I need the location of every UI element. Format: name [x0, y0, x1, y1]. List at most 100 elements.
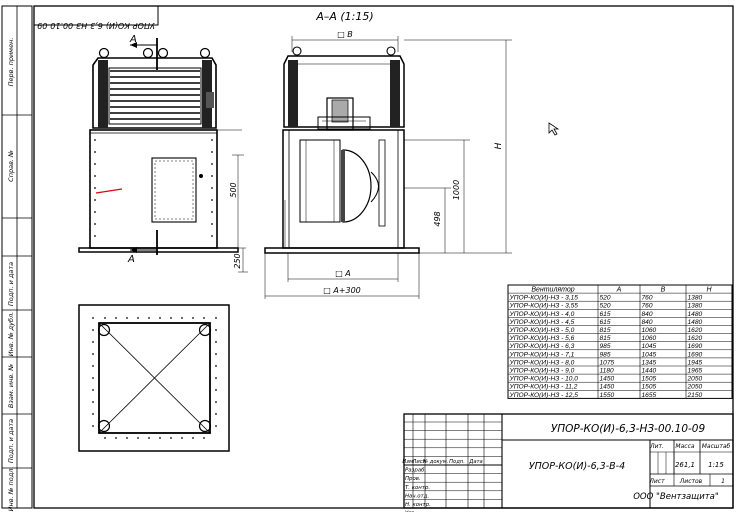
tb-role: Пров. [405, 476, 421, 482]
table-cell: 1450 [600, 376, 615, 383]
mirrored-stamp-text: УПОР-КО(И)-6,3-НЗ-00.10-09 [37, 21, 155, 30]
table-cell: 1480 [688, 311, 703, 318]
tb-company: ООО "Вентзащита" [633, 492, 719, 502]
tb-scale-label: Масштаб [702, 443, 731, 450]
table-cell: 520 [600, 303, 611, 310]
table-cell: 1380 [688, 303, 703, 310]
table-cell: УПОР-КО(И)-НЗ - 12,5 [509, 392, 579, 399]
table-cell: 1620 [688, 335, 703, 342]
dimension-table: Вентилятор А В Н УПОР-КО(И)-НЗ - 3,15 520 760 1… [507, 284, 733, 399]
tb-role: Нач.отд. [405, 493, 429, 499]
tb-col-header: Дата [468, 459, 482, 465]
section-title: А–А (1:15) [315, 10, 373, 23]
tb-role: Разраб. [405, 468, 426, 474]
section-mark-top: А [129, 34, 137, 45]
table-cell: УПОР-КО(И)-НЗ - 3,15 [509, 295, 579, 302]
table-cell: УПОР-КО(И)-НЗ - 5,6 [509, 335, 575, 342]
section-view: А–А (1:15) □ В □ А [264, 10, 512, 299]
strip-label-first-use: Перв. примен. [7, 38, 15, 87]
body-bolts [94, 139, 213, 237]
strip-label-dupl-no: Инв. № дубл. [7, 312, 15, 356]
table-cell: УПОР-КО(И)-НЗ - 8,0 [509, 359, 575, 366]
tb-sheets-label: Листов [679, 478, 703, 485]
table-cell: 1550 [600, 392, 615, 399]
table-cell: 520 [600, 295, 611, 302]
inspection-panel [151, 157, 197, 223]
strip-label-ref-no: Справ. № [7, 150, 15, 182]
table-cell: 760 [642, 303, 653, 310]
table-cell: 1480 [688, 319, 703, 326]
strip-label-replace-no: Взам. инв. № [7, 364, 15, 408]
table-cell: 1060 [642, 327, 657, 334]
table-cell: 760 [642, 295, 653, 302]
table-header: Вентилятор [531, 287, 574, 294]
table-header: Н [706, 287, 712, 294]
table-cell: 1620 [688, 327, 703, 334]
table-header: В [661, 287, 666, 294]
title-block: УПОР-КО(И)-6,3-НЗ-00.10-09 УПОР-КО(И)-6,… [402, 413, 734, 512]
table-cell: 840 [642, 319, 653, 326]
table-cell: 1180 [600, 368, 615, 375]
tb-sheet-label: Лист [648, 478, 665, 485]
table-cell: УПОР-КО(И)-НЗ - 10,0 [509, 376, 579, 383]
tb-mass-label: Масса [675, 443, 694, 450]
table-cell: 985 [600, 343, 611, 350]
tb-mass: 261,1 [675, 461, 695, 469]
plan-bolts [92, 317, 217, 439]
table-cell: 1045 [642, 351, 657, 358]
table-cell: 1440 [642, 368, 657, 375]
table-cell: 1945 [688, 359, 703, 366]
dim-h: Н [494, 142, 504, 149]
tb-role: Т. контр. [405, 485, 430, 491]
table-cell: УПОР-КО(И)-НЗ - 11,2 [509, 384, 578, 391]
lifting-eye-icon [97, 323, 111, 337]
tb-scale: 1:15 [708, 461, 724, 469]
table-cell: УПОР-КО(И)-НЗ - 6,3 [509, 343, 575, 350]
table-cell: 1345 [642, 359, 657, 366]
table-cell: 815 [600, 335, 611, 342]
tb-role: Н. контр. [405, 502, 431, 508]
section-mark-bottom: А [127, 254, 135, 265]
tb-sheets: 1 [721, 478, 725, 485]
tb-designation: УПОР-КО(И)-6,3-НЗ-00.10-09 [551, 423, 706, 435]
dim-498: 498 [433, 211, 442, 226]
table-cell: 1505 [642, 384, 657, 391]
louver-grille [108, 67, 202, 125]
table-cell: 1965 [688, 368, 703, 375]
dim-500: 500 [229, 182, 238, 197]
lifting-eye-icon [97, 419, 111, 433]
front-view: А А 500 250 [78, 34, 248, 273]
dim-square-a-300: □ А+300 [323, 286, 361, 295]
lifting-eye-icon [386, 46, 396, 56]
left-strip: Перв. примен. Справ. № Подп. и дата Инв.… [1, 5, 33, 511]
table-cell: 2150 [687, 392, 703, 399]
dim-1000: 1000 [452, 180, 461, 200]
lifting-eye-icon [198, 323, 212, 337]
dim-250: 250 [233, 253, 242, 268]
table-cell: 1690 [688, 343, 703, 350]
table-cell: УПОР-КО(И)-НЗ - 7,1 [509, 351, 575, 358]
table-cell: УПОР-КО(И)-НЗ - 9,0 [509, 368, 575, 375]
plan-view [78, 304, 230, 452]
table-cell: УПОР-КО(И)-НЗ - 4,5 [509, 319, 575, 326]
table-cell: УПОР-КО(И)-НЗ - 5,0 [509, 327, 575, 334]
table-header: А [616, 287, 622, 294]
table-cell: УПОР-КО(И)-НЗ - 3,55 [509, 303, 579, 310]
table-cell: 1450 [600, 384, 615, 391]
table-cell: 1505 [642, 376, 657, 383]
table-cell: 815 [600, 327, 611, 334]
mouse-cursor-icon [548, 122, 560, 136]
table-cell: 1655 [642, 392, 657, 399]
table-cell: 1075 [600, 359, 615, 366]
tb-col-header: Лист [411, 459, 426, 465]
table-cell: 2050 [687, 376, 703, 383]
tb-col-header: № докум. [422, 459, 449, 465]
table-cell: 1690 [688, 351, 703, 358]
table-cell: 615 [600, 319, 611, 326]
lifting-eye-icon [198, 419, 212, 433]
tb-col-header: Изм. [402, 459, 414, 465]
dim-square-a: □ А [335, 269, 351, 278]
